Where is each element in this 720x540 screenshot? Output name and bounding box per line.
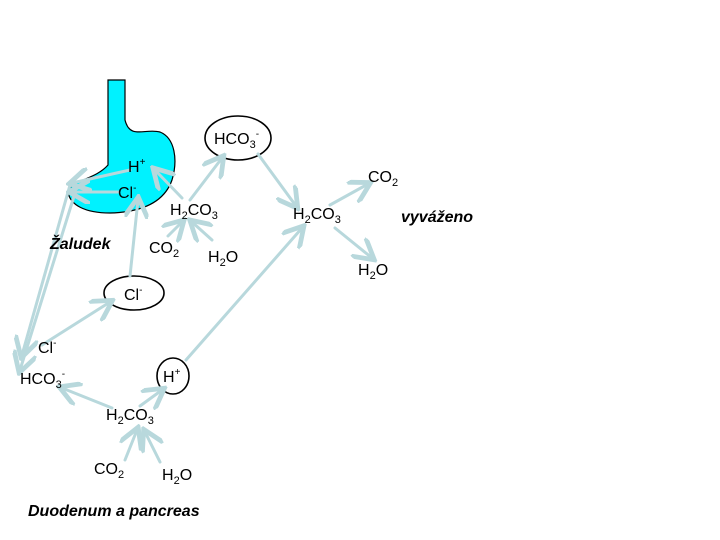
label-h2o-mid: H2O — [208, 250, 238, 269]
label-prefix: H — [358, 262, 370, 279]
label-text: Cl — [118, 185, 134, 202]
label-co2-right: CO2 — [368, 170, 398, 189]
label-superscript: - — [133, 183, 137, 194]
label-prefix-subscript: 2 — [173, 475, 180, 487]
label-prefix-subscript: 2 — [304, 214, 311, 226]
hco3-oval — [204, 115, 272, 161]
label-text: O — [179, 467, 193, 484]
arrow-stomach-to-cl-left — [22, 183, 72, 355]
arrow-h2co3-right-to-co2 — [328, 184, 368, 207]
h-duodenum-oval — [156, 357, 190, 395]
label-superscript: + — [174, 367, 181, 378]
label-superscript: - — [255, 129, 260, 140]
label-text: HCO — [20, 371, 56, 388]
label-superscript: - — [139, 285, 143, 296]
arrow-h2co3-bottom-to-h — [138, 390, 162, 406]
label-text: CO — [368, 169, 392, 186]
arrow-hco3-to-h2co3-right — [256, 152, 296, 206]
label-text: Cl — [124, 287, 140, 304]
label-text: O — [225, 249, 239, 266]
label-superscript: - — [53, 338, 57, 349]
label-text: CO — [310, 206, 335, 223]
label-prefix: H — [170, 202, 182, 219]
label-cl-mid: Cl- — [124, 286, 142, 304]
label-cl-stomach: Cl- — [118, 184, 136, 202]
label-h-stomach: H+ — [128, 158, 145, 176]
label-subscript: 2 — [173, 248, 180, 260]
label-text: CO — [149, 240, 173, 257]
label-co2-bottom: CO2 — [94, 462, 124, 481]
label-subscript: 3 — [334, 214, 341, 226]
label-prefix: H — [162, 467, 174, 484]
arrow-h2co3-to-hco3 — [188, 158, 222, 202]
label-h-duodenum: H+ — [163, 368, 180, 386]
label-subscript: 3 — [55, 379, 62, 391]
label-text: H — [163, 369, 175, 386]
label-text: CO — [187, 202, 212, 219]
label-cl-left: Cl- — [38, 339, 56, 357]
label-text: CO — [123, 407, 148, 424]
label-text: HCO — [214, 131, 250, 148]
label-subscript: 3 — [147, 415, 154, 427]
label-h2o-bottom: H2O — [162, 468, 192, 487]
label-h2co3-right: H2CO3 — [293, 207, 341, 226]
label-prefix-subscript: 2 — [181, 210, 188, 222]
label-hco3-stomach: HCO3- — [214, 130, 259, 151]
label-h2o-right: H2O — [358, 263, 388, 282]
arrow-co2-to-h2co3 — [168, 222, 182, 236]
label-subscript: 3 — [211, 210, 218, 222]
label-stomach-name: Žaludek — [50, 236, 111, 253]
arrow-cl-left-to-cl-mid — [40, 302, 110, 347]
label-subscript: 2 — [392, 177, 399, 189]
label-h2co3-bottom: H2CO3 — [106, 408, 154, 427]
arrow-co2-bottom-to-h2co3 — [125, 430, 137, 462]
label-subscript: 3 — [249, 139, 256, 151]
label-prefix: H — [106, 407, 118, 424]
label-text: CO — [94, 461, 118, 478]
label-text: H — [128, 159, 140, 176]
label-prefix-subscript: 2 — [117, 415, 124, 427]
arrow-h2co3-bottom-to-hco3 — [62, 388, 114, 410]
label-duodenum-name: Duodenum a pancreas — [28, 503, 200, 520]
label-hco3-left: HCO3- — [20, 370, 65, 391]
label-text: Cl — [38, 340, 54, 357]
label-h2co3-mid: H2CO3 — [170, 203, 218, 222]
label-prefix: H — [208, 249, 220, 266]
label-superscript: + — [139, 157, 146, 168]
arrow-cl-mid-to-stomach — [130, 200, 138, 278]
arrow-h-to-h2co3-right — [184, 228, 302, 362]
label-balanced: vyváženo — [401, 209, 474, 226]
arrow-h2co3-to-h — [155, 170, 184, 200]
label-co2-mid: CO2 — [149, 241, 179, 260]
arrow-h2o-to-h2co3 — [192, 222, 214, 240]
arrow-stomach-to-hco3-left — [20, 191, 77, 370]
label-prefix: H — [293, 206, 305, 223]
arrow-h2o-bottom-to-h2co3 — [145, 432, 160, 464]
label-superscript: - — [61, 369, 66, 380]
label-prefix-subscript: 2 — [219, 257, 226, 269]
label-subscript: 2 — [118, 469, 125, 481]
cl-mid-oval — [103, 275, 165, 311]
arrow-h2co3-right-to-h2o — [333, 226, 372, 258]
label-text: O — [375, 262, 389, 279]
label-prefix-subscript: 2 — [369, 270, 376, 282]
